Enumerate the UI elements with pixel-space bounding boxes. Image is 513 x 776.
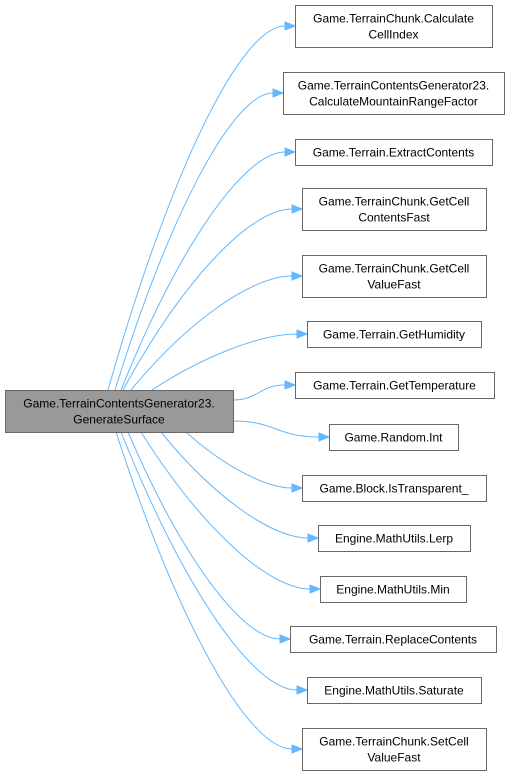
callee-node-6-label-line: Game.Terrain.GetHumidity: [323, 328, 465, 342]
callee-node-14-label-line: ValueFast: [367, 751, 421, 765]
edge-to-callee-7: [232, 384, 286, 401]
edge-to-callee-5: [130, 275, 293, 391]
arrowhead-8: [318, 432, 331, 442]
root-node-label-line: Game.TerrainContentsGenerator23.: [23, 397, 214, 411]
callee-node-1-label-line: CellIndex: [368, 28, 418, 42]
callee-node-5-box: [302, 255, 487, 298]
arrowhead-9: [291, 483, 304, 493]
callee-node-6[interactable]: Game.Terrain.GetHumidity: [307, 321, 482, 348]
callee-node-12-label-line: Game.Terrain.ReplaceContents: [309, 633, 477, 647]
callee-node-2-box: [283, 72, 505, 115]
arrowhead-2: [272, 88, 285, 98]
edge-to-callee-2: [114, 92, 274, 391]
root-node[interactable]: Game.TerrainContentsGenerator23. Generate…: [5, 390, 234, 433]
edge-to-callee-3: [120, 151, 286, 391]
callee-node-4-box: [302, 188, 487, 231]
arrowhead-4: [291, 204, 304, 214]
callee-node-13[interactable]: Engine.MathUtils.Saturate: [307, 677, 482, 704]
edge-to-callee-13: [120, 431, 298, 691]
edge-to-callee-9: [185, 431, 293, 489]
edge-to-callee-11: [140, 431, 311, 590]
edges-layer: [107, 21, 331, 754]
edge-to-callee-14: [115, 431, 293, 750]
arrowhead-14: [291, 744, 304, 754]
arrowhead-3: [284, 147, 297, 157]
callee-node-9-box: [302, 475, 487, 502]
callee-node-10-box: [318, 525, 471, 552]
callee-node-10-label-line: Engine.MathUtils.Lerp: [335, 532, 453, 546]
callee-node-2-label-line: Game.TerrainContentsGenerator23.: [298, 79, 489, 93]
callee-node-14-box: [302, 728, 487, 771]
edge-to-callee-8: [232, 420, 320, 438]
callee-node-5-label-line: ValueFast: [367, 278, 421, 292]
arrowhead-5: [291, 271, 304, 281]
callee-node-11-label-line: Engine.MathUtils.Min: [336, 583, 449, 597]
callee-node-7[interactable]: Game.Terrain.GetTemperature: [295, 372, 495, 399]
arrowhead-7: [284, 380, 297, 390]
callee-node-6-box: [307, 321, 482, 348]
callee-node-4-label-line: ContentsFast: [358, 211, 430, 225]
edge-to-callee-4: [122, 208, 293, 391]
arrowhead-1: [284, 21, 297, 31]
callee-node-1-box: [295, 5, 493, 48]
arrowhead-10: [307, 533, 320, 543]
callee-node-2-label-line: CalculateMountainRangeFactor: [309, 95, 478, 109]
callee-node-9[interactable]: Game.Block.IsTransparent_: [302, 475, 487, 502]
callee-node-3[interactable]: Game.Terrain.ExtractContents: [295, 139, 493, 166]
callee-node-9-label-line: Game.Block.IsTransparent_: [320, 482, 469, 496]
callee-node-8-label-line: Game.Random.Int: [344, 431, 443, 445]
callee-node-8-box: [329, 424, 459, 451]
root-node-box: [5, 390, 234, 433]
callee-node-12[interactable]: Game.Terrain.ReplaceContents: [290, 626, 497, 653]
callee-node-7-label-line: Game.Terrain.GetTemperature: [313, 379, 476, 393]
callee-node-13-label-line: Engine.MathUtils.Saturate: [324, 684, 464, 698]
callee-node-13-box: [307, 677, 482, 704]
arrowhead-12: [279, 634, 292, 644]
arrowhead-13: [296, 685, 309, 695]
callee-node-11[interactable]: Engine.MathUtils.Min: [320, 576, 467, 603]
callee-node-12-box: [290, 626, 497, 653]
callee-node-3-label-line: Game.Terrain.ExtractContents: [313, 146, 474, 160]
edge-to-callee-1: [107, 25, 286, 391]
callee-node-10[interactable]: Engine.MathUtils.Lerp: [318, 525, 471, 552]
edge-to-callee-12: [127, 431, 281, 640]
edge-to-callee-10: [160, 431, 309, 539]
callee-node-4-label-line: Game.TerrainChunk.GetCell: [319, 195, 470, 209]
nodes-layer: Game.TerrainContentsGenerator23. Generate…: [5, 5, 505, 771]
callee-node-11-box: [320, 576, 467, 603]
callee-node-3-box: [295, 139, 493, 166]
callee-node-7-box: [295, 372, 495, 399]
callee-node-2[interactable]: Game.TerrainContentsGenerator23. Calculat…: [283, 72, 505, 115]
arrowhead-11: [309, 584, 322, 594]
callee-node-5-label-line: Game.TerrainChunk.GetCell: [319, 262, 470, 276]
callee-node-1-label-line: Game.TerrainChunk.Calculate: [313, 12, 474, 26]
callee-node-14-label-line: Game.TerrainChunk.SetCell: [319, 735, 468, 749]
root-node-label-line: GenerateSurface: [73, 413, 165, 427]
edge-to-callee-6: [151, 333, 298, 391]
arrowhead-6: [296, 329, 309, 339]
callee-node-8[interactable]: Game.Random.Int: [329, 424, 459, 451]
